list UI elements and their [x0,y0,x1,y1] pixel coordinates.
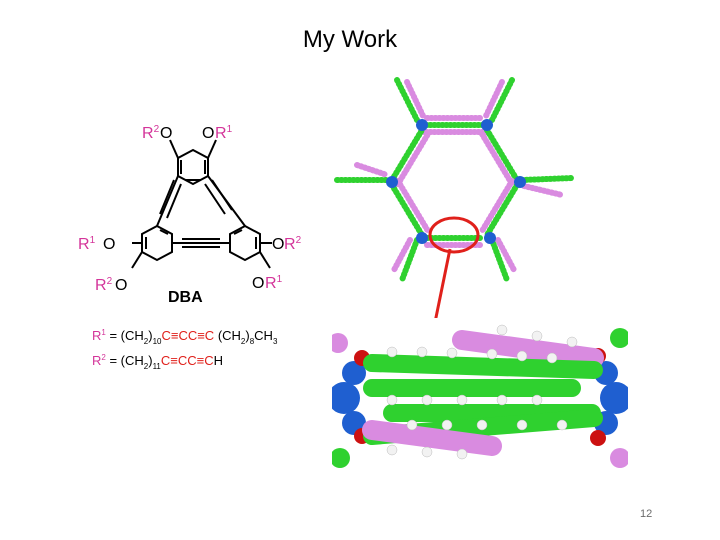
svg-text:O: O [103,236,115,253]
svg-text:O: O [115,277,127,294]
svg-text:R1 = (CH2)10C≡CC≡C (CH2)8CH3: R1 = (CH2)10C≡CC≡C (CH2)8CH3 [92,328,278,346]
formula-r1: R1 = (CH2)10C≡CC≡C (CH2)8CH3 [92,328,278,346]
right-core-cluster [590,328,628,468]
highlight-ellipse [428,216,480,254]
svg-text:R1: R1 [265,274,283,292]
core-node [416,119,428,131]
violet-chain [362,420,502,456]
zoomed-molecular-model [332,318,628,474]
svg-text:R2: R2 [284,235,302,253]
slide-title: My Work [302,26,398,53]
page-number: 12 [640,508,653,520]
svg-text:O: O [272,236,284,253]
svg-text:R1: R1 [215,124,233,142]
top-benzene-ring [177,148,209,186]
core-node [484,232,496,244]
violet-chain [452,330,604,368]
svg-text:R2: R2 [142,124,160,142]
hexagonal-network-image [334,77,575,283]
dba-label: DBA [168,289,203,306]
core-node [481,119,493,131]
green-chain [363,354,603,379]
svg-text:O: O [202,125,214,142]
core-node [416,232,428,244]
left-core-cluster [332,333,370,468]
svg-text:R1: R1 [78,235,96,253]
svg-text:O: O [160,125,172,142]
svg-text:R2 = (CH2)11C≡CC≡CH: R2 = (CH2)11C≡CC≡CH [92,353,223,371]
dba-structure-diagram: R2 O O R1 R1 O O R2 R2 O O R1 DBA R1 = (… [78,124,302,371]
formula-r2: R2 = (CH2)11C≡CC≡CH [92,353,223,371]
core-node [514,176,526,188]
svg-text:O: O [252,275,264,292]
svg-text:R2: R2 [95,276,113,294]
core-node [386,176,398,188]
